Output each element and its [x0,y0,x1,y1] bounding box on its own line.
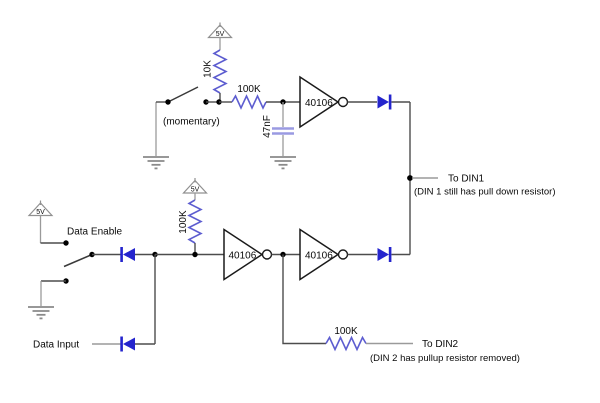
to-din2-label: To DIN2 [422,339,459,350]
power-flag-mid: 5V [182,178,208,200]
inverter-1: 40106 [299,75,377,129]
switch-momentary: (momentary) [143,86,220,170]
power-label-top: 5V [216,31,225,38]
capacitor-47nf: 47nF [262,99,296,170]
ground-symbol-top-left [143,156,169,170]
inverter-2-label: 40106 [229,250,257,261]
din1-note: (DIN 1 still has pull down resistor) [414,187,556,198]
resistor-10k: 10K [203,49,228,102]
resistor-100k-pullup: 100K [178,199,203,258]
power-label-mid: 5V [191,187,200,194]
resistor-100k-rc: 100K [219,84,300,110]
data-enable-switch-lever [63,253,93,268]
junction-din1 [407,175,413,181]
resistor-100k-rc-value: 100K [237,84,261,95]
data-input-label: Data Input [33,340,79,351]
ground-symbol-bottom-left [28,306,54,320]
resistor-100k-din2 [325,335,367,352]
resistor-100k-din2-value: 100K [334,326,358,337]
to-din1-label: To DIN1 [448,174,485,185]
diode-din1-top [377,94,410,110]
power-flag-top: 5V [207,22,233,50]
data-input-branch: Data Input [33,336,155,352]
inverter-2-bubble [261,249,273,260]
inverter-1-bubble [337,96,349,108]
din1-trunk: To DIN1 (DIN 1 still has pull down resis… [407,102,556,255]
diode-din1-bottom [377,247,410,262]
diode-data-input [120,336,135,352]
inverter-1-label: 40106 [305,98,333,109]
ground-symbol-capacitor [270,156,296,170]
momentary-label: (momentary) [163,117,220,128]
switch-data-enable [28,240,121,320]
din2-branch: 100K To DIN2 (DIN 2 has pullup resistor … [282,254,520,364]
momentary-switch-lever [167,86,199,103]
inverter-3-bubble [337,249,349,260]
resistor-100k-pullup-value: 100K [178,210,189,234]
din2-note: (DIN 2 has pullup resistor removed) [370,353,520,364]
inverter-2: 40106 [223,228,300,281]
power-label-left: 5V [36,209,45,216]
resistor-10k-value: 10K [203,60,214,78]
inverter-3: 40106 [299,228,377,281]
capacitor-47nf-value: 47nF [262,115,273,138]
power-flag-left: 5V [27,200,66,244]
data-enable-label: Data Enable [67,227,122,238]
diode-data-enable [120,247,155,262]
inverter-3-label: 40106 [305,250,333,261]
